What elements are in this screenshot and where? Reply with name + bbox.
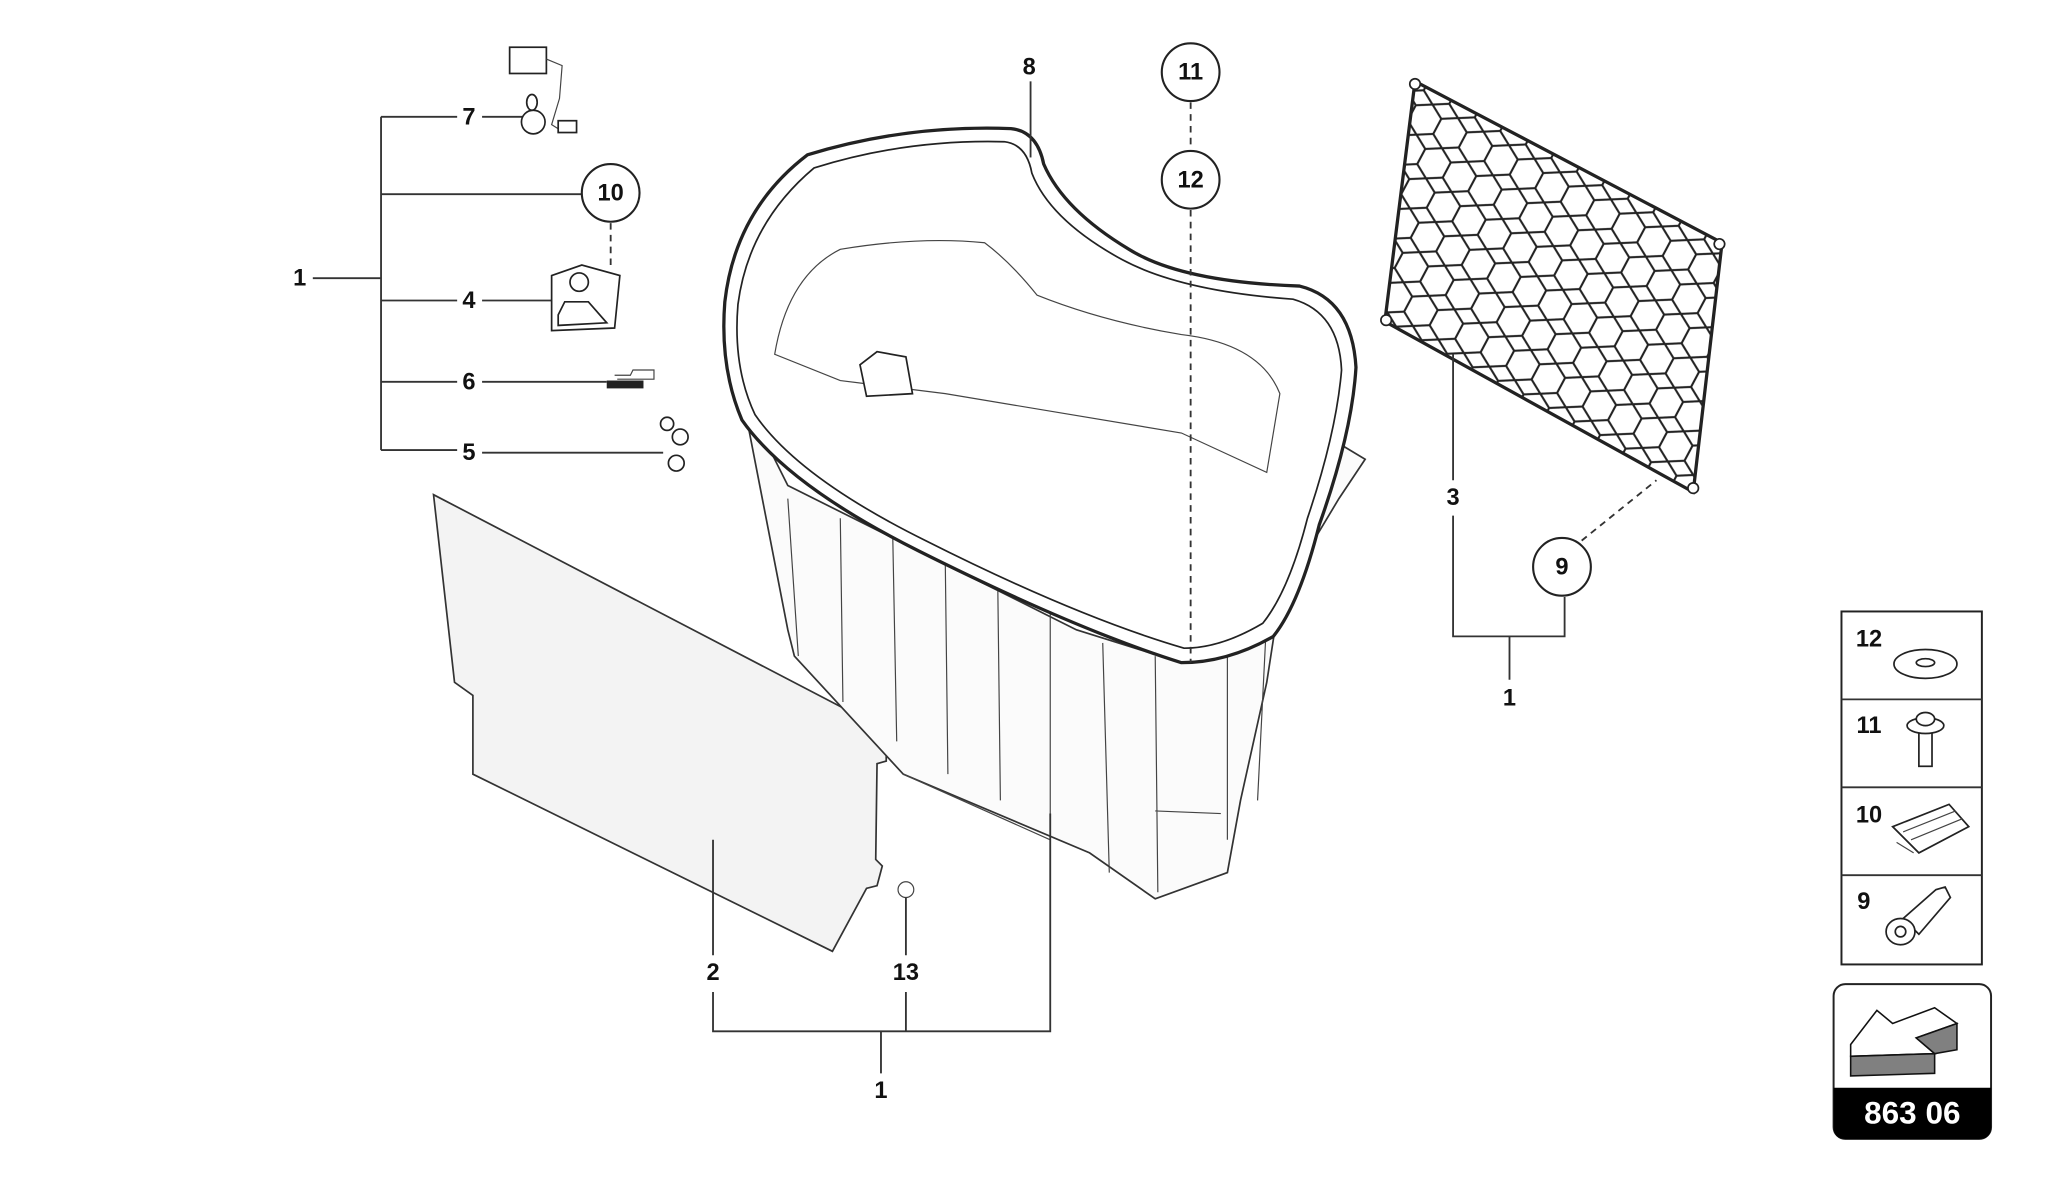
- legend-number: 12: [1856, 627, 1882, 653]
- callout-1-net[interactable]: 1: [1503, 686, 1516, 712]
- legend-number: 11: [1857, 713, 1882, 739]
- part-5-grommet[interactable]: [659, 416, 689, 472]
- part-13-clip[interactable]: [897, 881, 915, 899]
- callout-circle-11[interactable]: [1160, 42, 1221, 103]
- net-callouts: 3 9 1: [1447, 354, 1658, 712]
- legend-row-10[interactable]: 10: [1856, 802, 1971, 854]
- callout-7[interactable]: 7: [462, 104, 475, 130]
- screw-icon: [1906, 711, 1945, 768]
- legend-row-12[interactable]: 12: [1856, 627, 1958, 680]
- legend-row-9[interactable]: 9: [1857, 885, 1952, 946]
- hardware-legend: 12 11 10 9: [1840, 610, 1983, 966]
- part-3-cargo-net[interactable]: [1365, 66, 1746, 512]
- clip-icon: [1891, 803, 1971, 854]
- callout-4[interactable]: 4: [462, 288, 475, 314]
- part-4-bracket[interactable]: [550, 264, 621, 332]
- callout-circle-12[interactable]: [1160, 149, 1221, 210]
- callout-9: 9: [1555, 554, 1568, 580]
- callout-8[interactable]: 8: [1023, 54, 1036, 80]
- callout-12: 12: [1178, 167, 1204, 193]
- callout-2[interactable]: 2: [706, 960, 719, 986]
- legend-number: 10: [1856, 802, 1882, 828]
- part-8-storage-tub[interactable]: [722, 126, 1367, 900]
- bottom-group-callouts: 2 13 1: [706, 813, 1052, 1104]
- left-group-callouts: 1 7 4 6 5 10: [293, 104, 664, 466]
- part-7-sensor-harness[interactable]: [508, 46, 578, 135]
- washer-icon: [1893, 648, 1958, 680]
- callout-1-left[interactable]: 1: [293, 266, 306, 292]
- part-6-clip[interactable]: [606, 369, 655, 389]
- callout-circle-10[interactable]: [580, 162, 641, 223]
- callout-10: 10: [598, 180, 624, 206]
- badge-code: 863 06: [1864, 1095, 1960, 1131]
- callout-circle-9[interactable]: [1532, 536, 1592, 597]
- callout-6[interactable]: 6: [462, 369, 475, 395]
- legend-number: 9: [1857, 889, 1870, 915]
- callout-13[interactable]: 13: [893, 960, 919, 986]
- direction-arrow-icon: [1849, 1006, 1959, 1077]
- legend-row-11[interactable]: 11: [1857, 711, 1945, 768]
- callout-1-bottom[interactable]: 1: [874, 1078, 887, 1104]
- page-reference-badge[interactable]: 863 06: [1832, 983, 1993, 1140]
- callout-3[interactable]: 3: [1447, 485, 1460, 511]
- tub-callouts: 8 11 12: [1023, 42, 1221, 663]
- callout-11: 11: [1178, 60, 1203, 86]
- expansion-rivet-icon: [1885, 885, 1952, 946]
- callout-5[interactable]: 5: [462, 440, 475, 466]
